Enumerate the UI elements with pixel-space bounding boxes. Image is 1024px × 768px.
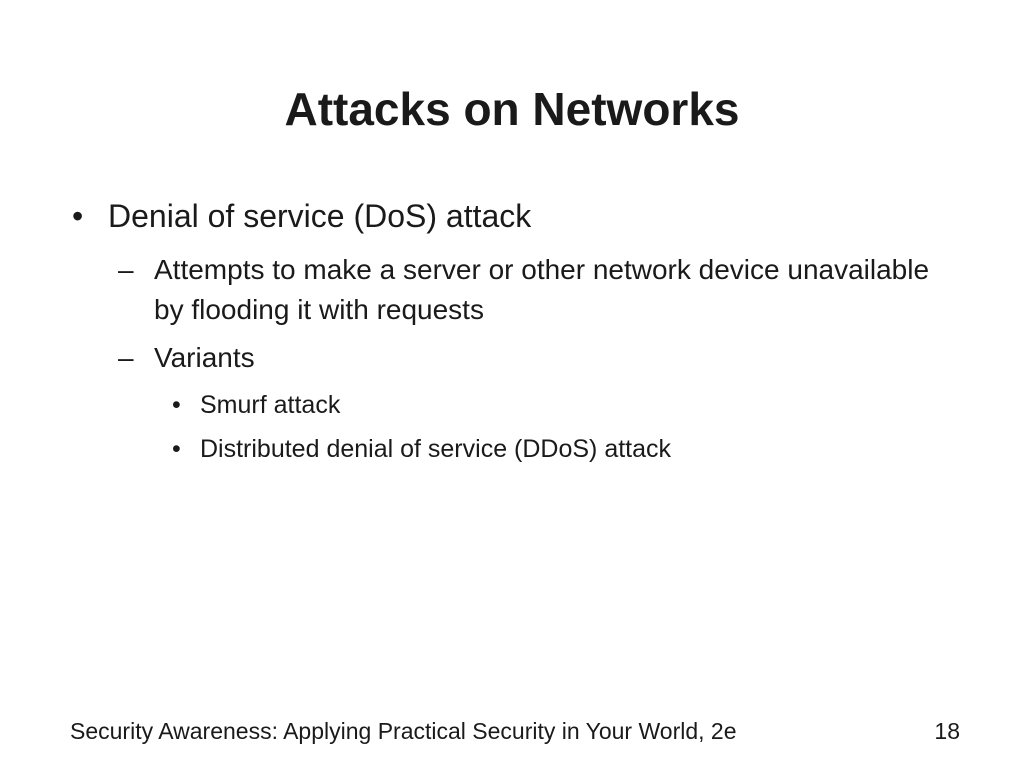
dash-marker: –: [118, 342, 134, 373]
sub-sub-bullet-text: Distributed denial of service (DDoS) att…: [200, 435, 672, 463]
sub-bullet-text: Attempts to make a server or other netwo…: [154, 254, 930, 325]
slide-content: • Denial of service (DoS) attack – Attem…: [72, 198, 930, 463]
dash-marker: –: [118, 254, 134, 285]
page-number: 18: [934, 718, 960, 744]
sub-bullet-text: Variants: [154, 342, 255, 373]
bullet-marker: •: [72, 198, 84, 234]
bullet-text: Denial of service (DoS) attack: [108, 198, 532, 234]
footer-text: Security Awareness: Applying Practical S…: [70, 718, 737, 744]
bullet-marker: •: [172, 435, 181, 463]
sub-sub-bullet-text: Smurf attack: [200, 391, 341, 419]
slide-title: Attacks on Networks: [284, 83, 740, 135]
bullet-marker: •: [172, 391, 181, 419]
